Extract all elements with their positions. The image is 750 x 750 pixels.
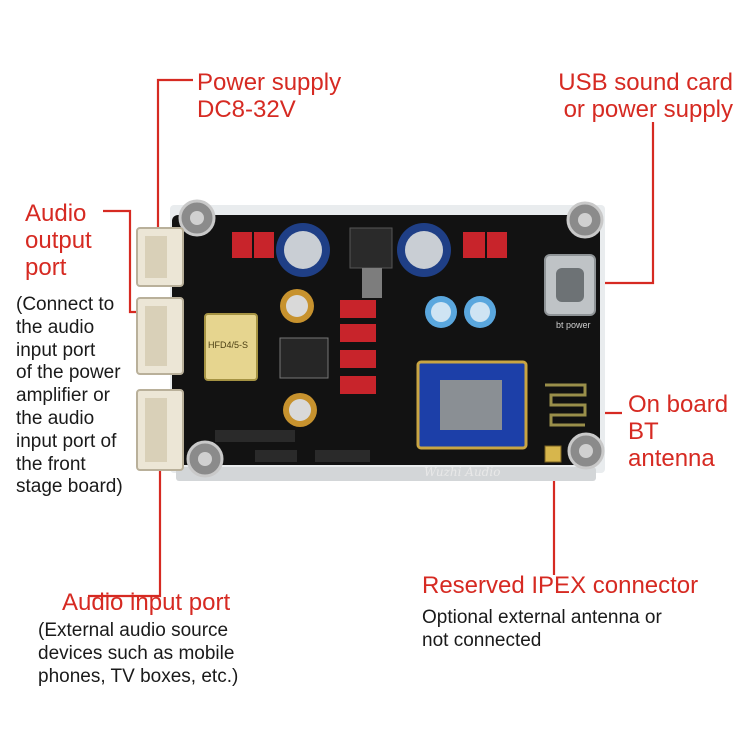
leader-lines bbox=[88, 78, 655, 598]
audio-output-description: (Connect to the audio input port of the … bbox=[16, 294, 123, 498]
label-audio-input-port: Audio input port bbox=[62, 589, 231, 616]
label-usb-sound-card: USB sound card or power supply bbox=[558, 69, 733, 123]
label-audio-output-port: Audio output port bbox=[25, 200, 92, 281]
label-onboard-bt-antenna: On board BT antenna bbox=[628, 391, 729, 472]
side-marking: bt power bbox=[556, 320, 591, 330]
voltage-regulator bbox=[349, 227, 393, 269]
relay bbox=[204, 313, 258, 381]
power-connector bbox=[136, 227, 184, 287]
label-power-supply: Power supply DC8-32V bbox=[197, 69, 342, 123]
onboard-antenna-trace bbox=[545, 383, 587, 427]
standoff-screw-group bbox=[178, 199, 605, 478]
audio-output-connector bbox=[136, 297, 184, 375]
relay-marking: HFD4/5-S bbox=[208, 340, 249, 350]
audio-input-connector bbox=[136, 389, 184, 471]
audio-input-description: (External audio source devices such as m… bbox=[38, 620, 239, 687]
ipex-connector bbox=[544, 445, 562, 463]
header-pins bbox=[215, 430, 370, 462]
label-ipex-connector: Reserved IPEX connector bbox=[422, 572, 699, 599]
dac-ic bbox=[279, 337, 329, 379]
film-capacitors bbox=[232, 232, 507, 394]
electrolytic-capacitors bbox=[276, 223, 496, 427]
ipex-description: Optional external antenna or not connect… bbox=[422, 607, 662, 651]
board-silk-brand: Wuzhi Audio bbox=[424, 465, 501, 479]
